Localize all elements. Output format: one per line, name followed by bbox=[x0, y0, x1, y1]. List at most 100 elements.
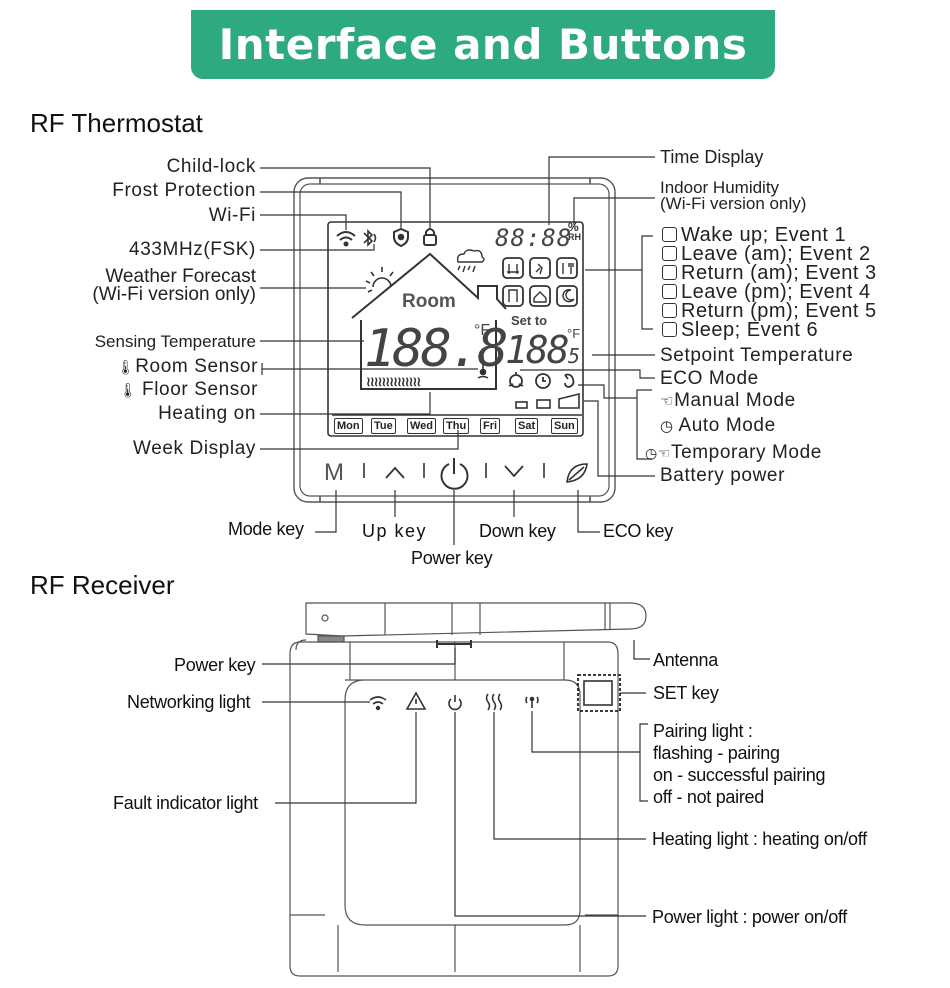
return-pm-icon bbox=[662, 303, 677, 318]
day-tue: Tue bbox=[371, 418, 396, 434]
event-label: Return (am); Event 3 bbox=[681, 262, 877, 284]
lcd-screen bbox=[327, 221, 584, 437]
child-lock-icon bbox=[423, 228, 437, 246]
receiver-front-panel bbox=[344, 679, 581, 926]
temporary-mode-text: Temporary Mode bbox=[670, 442, 822, 463]
leave-pm-icon bbox=[662, 284, 677, 299]
frost-shield-icon bbox=[393, 227, 409, 248]
wake-up-event-icon bbox=[502, 257, 524, 279]
room-thermometer-icon bbox=[477, 356, 489, 379]
antenna bbox=[305, 602, 647, 637]
receiver-leader-lines bbox=[262, 640, 650, 917]
return-pm-event-icon bbox=[529, 285, 551, 307]
event-icons bbox=[502, 257, 578, 307]
thermostat-section-title: RF Thermostat bbox=[30, 108, 203, 138]
label-heating-light: Heating light : heating on/off bbox=[652, 829, 867, 849]
label-power-light: Power light : power on/off bbox=[652, 907, 847, 927]
humidity-unit: % RH bbox=[568, 221, 581, 242]
label-eco-key: ECO key bbox=[603, 521, 673, 541]
house-outline bbox=[351, 252, 507, 319]
manual-mode-hand-icon bbox=[564, 373, 575, 388]
setpoint-digits: 188 bbox=[505, 328, 570, 372]
label-pairing-off: off - not paired bbox=[653, 787, 764, 807]
floor-sensor-text: Floor Sensor bbox=[142, 379, 258, 400]
receiver-body bbox=[289, 641, 619, 977]
battery-icon bbox=[515, 392, 580, 409]
label-pairing-on: on - successful pairing bbox=[653, 765, 826, 785]
leave-am-icon bbox=[662, 246, 677, 261]
weather-sun-icon bbox=[365, 267, 394, 293]
label-week-display: Week Display bbox=[133, 438, 256, 459]
networking-light-icon bbox=[369, 696, 387, 711]
receiver-power-key-button[interactable] bbox=[433, 652, 475, 668]
room-sensor-text: Room Sensor bbox=[135, 356, 258, 377]
mode-key-button[interactable]: M bbox=[324, 459, 344, 486]
sleep-icon bbox=[662, 322, 677, 337]
sleep-event-icon bbox=[556, 285, 578, 307]
event-item: Wake up; Event 1 bbox=[662, 224, 877, 246]
day-sun: Sun bbox=[551, 418, 578, 434]
label-weather-forecast: Weather Forecast (Wi-Fi version only) bbox=[92, 267, 256, 304]
rf-433-icon bbox=[363, 229, 377, 247]
weather-rain-icon bbox=[456, 249, 485, 273]
heating-light-icon bbox=[485, 693, 503, 711]
label-setpoint-temperature: Setpoint Temperature bbox=[660, 345, 854, 366]
label-fault-indicator-light: Fault indicator light bbox=[113, 793, 258, 813]
label-battery-power: Battery power bbox=[660, 465, 786, 486]
room-temperature-digits: 188.8 bbox=[364, 319, 509, 379]
label-sensing-temperature: Sensing Temperature bbox=[94, 332, 256, 351]
eco-mode-icon bbox=[508, 372, 524, 388]
down-arrow-icon bbox=[504, 465, 524, 478]
leave-pm-event-icon bbox=[502, 285, 524, 307]
day-mon: Mon bbox=[334, 418, 363, 434]
leave-am-event-icon bbox=[529, 257, 551, 279]
label-child-lock: Child-lock bbox=[166, 156, 256, 177]
label-manual-mode: ☜Manual Mode bbox=[660, 391, 796, 410]
wake-up-icon bbox=[662, 227, 677, 242]
label-networking-light: Networking light bbox=[127, 692, 251, 712]
label-indoor-humidity: Indoor Humidity (Wi-Fi version only) bbox=[660, 178, 807, 214]
label-room-sensor: 🌡Room Sensor bbox=[117, 357, 258, 376]
room-word: Room bbox=[402, 291, 456, 312]
label-humidity-line2: (Wi-Fi version only) bbox=[660, 194, 807, 214]
label-wifi: Wi-Fi bbox=[208, 205, 256, 226]
time-display-digits: 88:88 bbox=[495, 224, 573, 252]
event-label: Sleep; Event 6 bbox=[681, 319, 819, 341]
event-item: Leave (pm); Event 4 bbox=[662, 281, 877, 303]
setpoint-decimal: 5 bbox=[568, 344, 581, 368]
receiver-section-title: RF Receiver bbox=[30, 570, 175, 600]
day-thu: Thu bbox=[443, 418, 470, 434]
power-light-icon bbox=[448, 695, 462, 711]
auto-mode-text: Auto Mode bbox=[678, 415, 776, 436]
fault-light-icon bbox=[405, 691, 427, 710]
leader-lines-right bbox=[520, 156, 655, 477]
label-receiver-power-key: Power key bbox=[174, 655, 256, 675]
event-legend-list: Wake up; Event 1 Leave (am); Event 2 Ret… bbox=[662, 224, 877, 341]
event-item: Sleep; Event 6 bbox=[662, 319, 877, 341]
label-433mhz: 433MHz(FSK) bbox=[129, 239, 256, 260]
label-heating-on: Heating on bbox=[158, 403, 256, 424]
room-sensor-thermometer-icon: 🌡 bbox=[116, 359, 136, 375]
leader-lines-left bbox=[260, 167, 600, 545]
label-power-key: Power key bbox=[411, 548, 493, 568]
label-humidity-line1: Indoor Humidity bbox=[660, 178, 780, 197]
label-set-key: SET key bbox=[653, 683, 719, 703]
setpoint-unit: °F bbox=[567, 326, 581, 341]
wifi-icon bbox=[336, 231, 356, 247]
label-antenna: Antenna bbox=[653, 650, 718, 670]
banner-title: Interface and Buttons bbox=[218, 20, 748, 69]
return-am-icon bbox=[662, 265, 677, 280]
event-label: Wake up; Event 1 bbox=[681, 224, 847, 246]
day-sat: Sat bbox=[515, 418, 539, 434]
temporary-clock-hand-icon: ◷☜ bbox=[645, 445, 671, 461]
event-label: Leave (am); Event 2 bbox=[681, 243, 871, 265]
label-auto-mode: ◷ Auto Mode bbox=[660, 416, 776, 435]
label-up-key: Up key bbox=[362, 521, 428, 541]
floor-sensor-thermometer-icon: 🌡 bbox=[119, 382, 143, 398]
title-banner: Interface and Buttons bbox=[191, 10, 775, 79]
event-label: Leave (pm); Event 4 bbox=[681, 281, 871, 303]
room-temp-unit: °F bbox=[474, 322, 491, 339]
day-wed: Wed bbox=[407, 418, 437, 434]
